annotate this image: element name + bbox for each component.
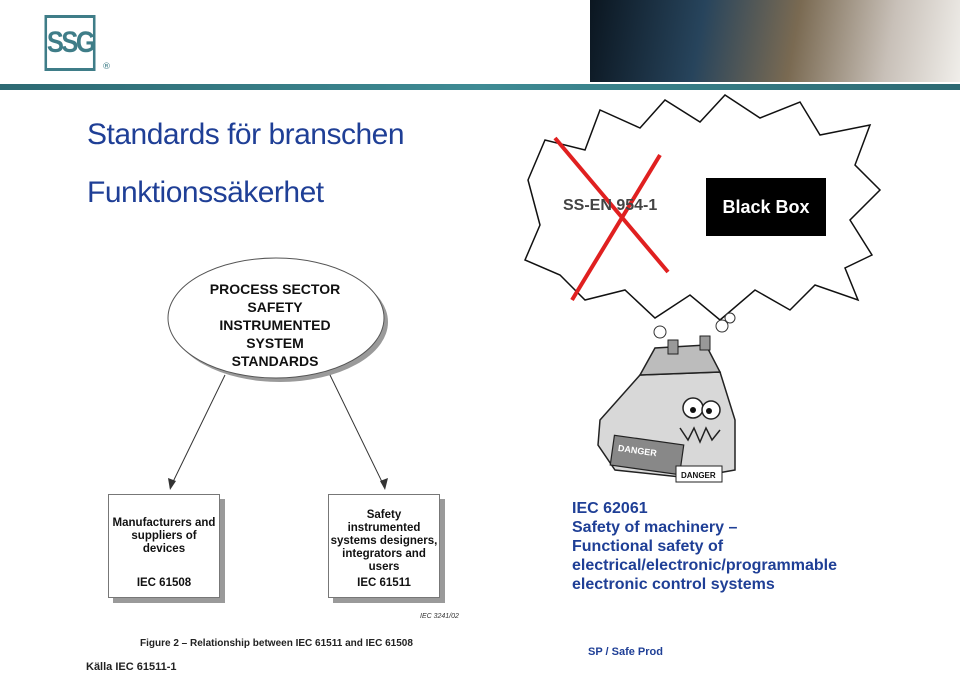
sis-designers-box: Safety instrumented systems designers, i… (328, 494, 440, 598)
arrow-head-left (168, 478, 176, 490)
box2-line-3: systems designers, (330, 535, 438, 547)
box2-line-4: integrators and (342, 548, 426, 560)
box2-line-2: instrumented (347, 522, 421, 534)
red-cross-line-1 (553, 136, 670, 274)
iec62061-line-4: electrical/electronic/programmable (572, 557, 837, 574)
source-note: Källa IEC 61511-1 (86, 661, 177, 673)
danger-label-2: DANGER (681, 471, 716, 480)
registered-mark: ® (102, 62, 111, 72)
ss-en-954-1-label: SS-EN 954-1 (563, 197, 658, 214)
red-cross-line-2 (570, 153, 662, 302)
box1-line-3: devices (142, 543, 186, 555)
iec-figure-ref: IEC 3241/02 (420, 613, 459, 620)
iec62061-line-3: Functional safety of (572, 538, 724, 555)
iec62061-line-2: Safety of machinery – (572, 519, 738, 536)
danger-machine-illustration (597, 312, 736, 483)
black-box-label: Black Box (706, 178, 826, 236)
box2-line-1: Safety (366, 509, 402, 521)
arrow-head-right (380, 478, 388, 490)
manufacturers-box: Manufacturers and suppliers of devices I… (108, 494, 220, 598)
box2-line-5: users (368, 561, 400, 573)
slide-subtitle: Funktionssäkerhet (87, 176, 324, 209)
iec62061-line-1: IEC 62061 (572, 500, 648, 517)
box1-line-2: suppliers of (131, 530, 197, 542)
arrow-line-right (329, 374, 386, 489)
figure-caption: Figure 2 – Relationship between IEC 6151… (140, 638, 413, 649)
ssg-logo: SSG (44, 15, 96, 71)
box1-line-1: Manufacturers and (112, 517, 216, 529)
process-sector-text: PROCESS SECTOR SAFETY INSTRUMENTED SYSTE… (185, 280, 365, 370)
iec-61511-label: IEC 61511 (357, 577, 411, 589)
footer-org: SP / Safe Prod (588, 646, 663, 658)
oval-line-1: PROCESS SECTOR (209, 281, 341, 297)
slide-title: Standards för branschen (87, 118, 405, 151)
cloud-outline (524, 94, 882, 321)
oval-line-2: SAFETY (247, 299, 303, 315)
process-sector-oval (167, 257, 385, 379)
header-banner-image (590, 0, 960, 82)
oval-line-4: SYSTEM (246, 335, 304, 351)
oval-line-3: INSTRUMENTED (219, 317, 331, 333)
oval-line-5: STANDARDS (231, 353, 319, 369)
iec-61508-label: IEC 61508 (136, 577, 192, 589)
iec62061-line-5: electronic control systems (572, 576, 775, 593)
arrow-line-left (169, 374, 226, 489)
iec-62061-description: IEC 62061 Safety of machinery – Function… (572, 499, 837, 594)
header-divider (0, 84, 960, 90)
